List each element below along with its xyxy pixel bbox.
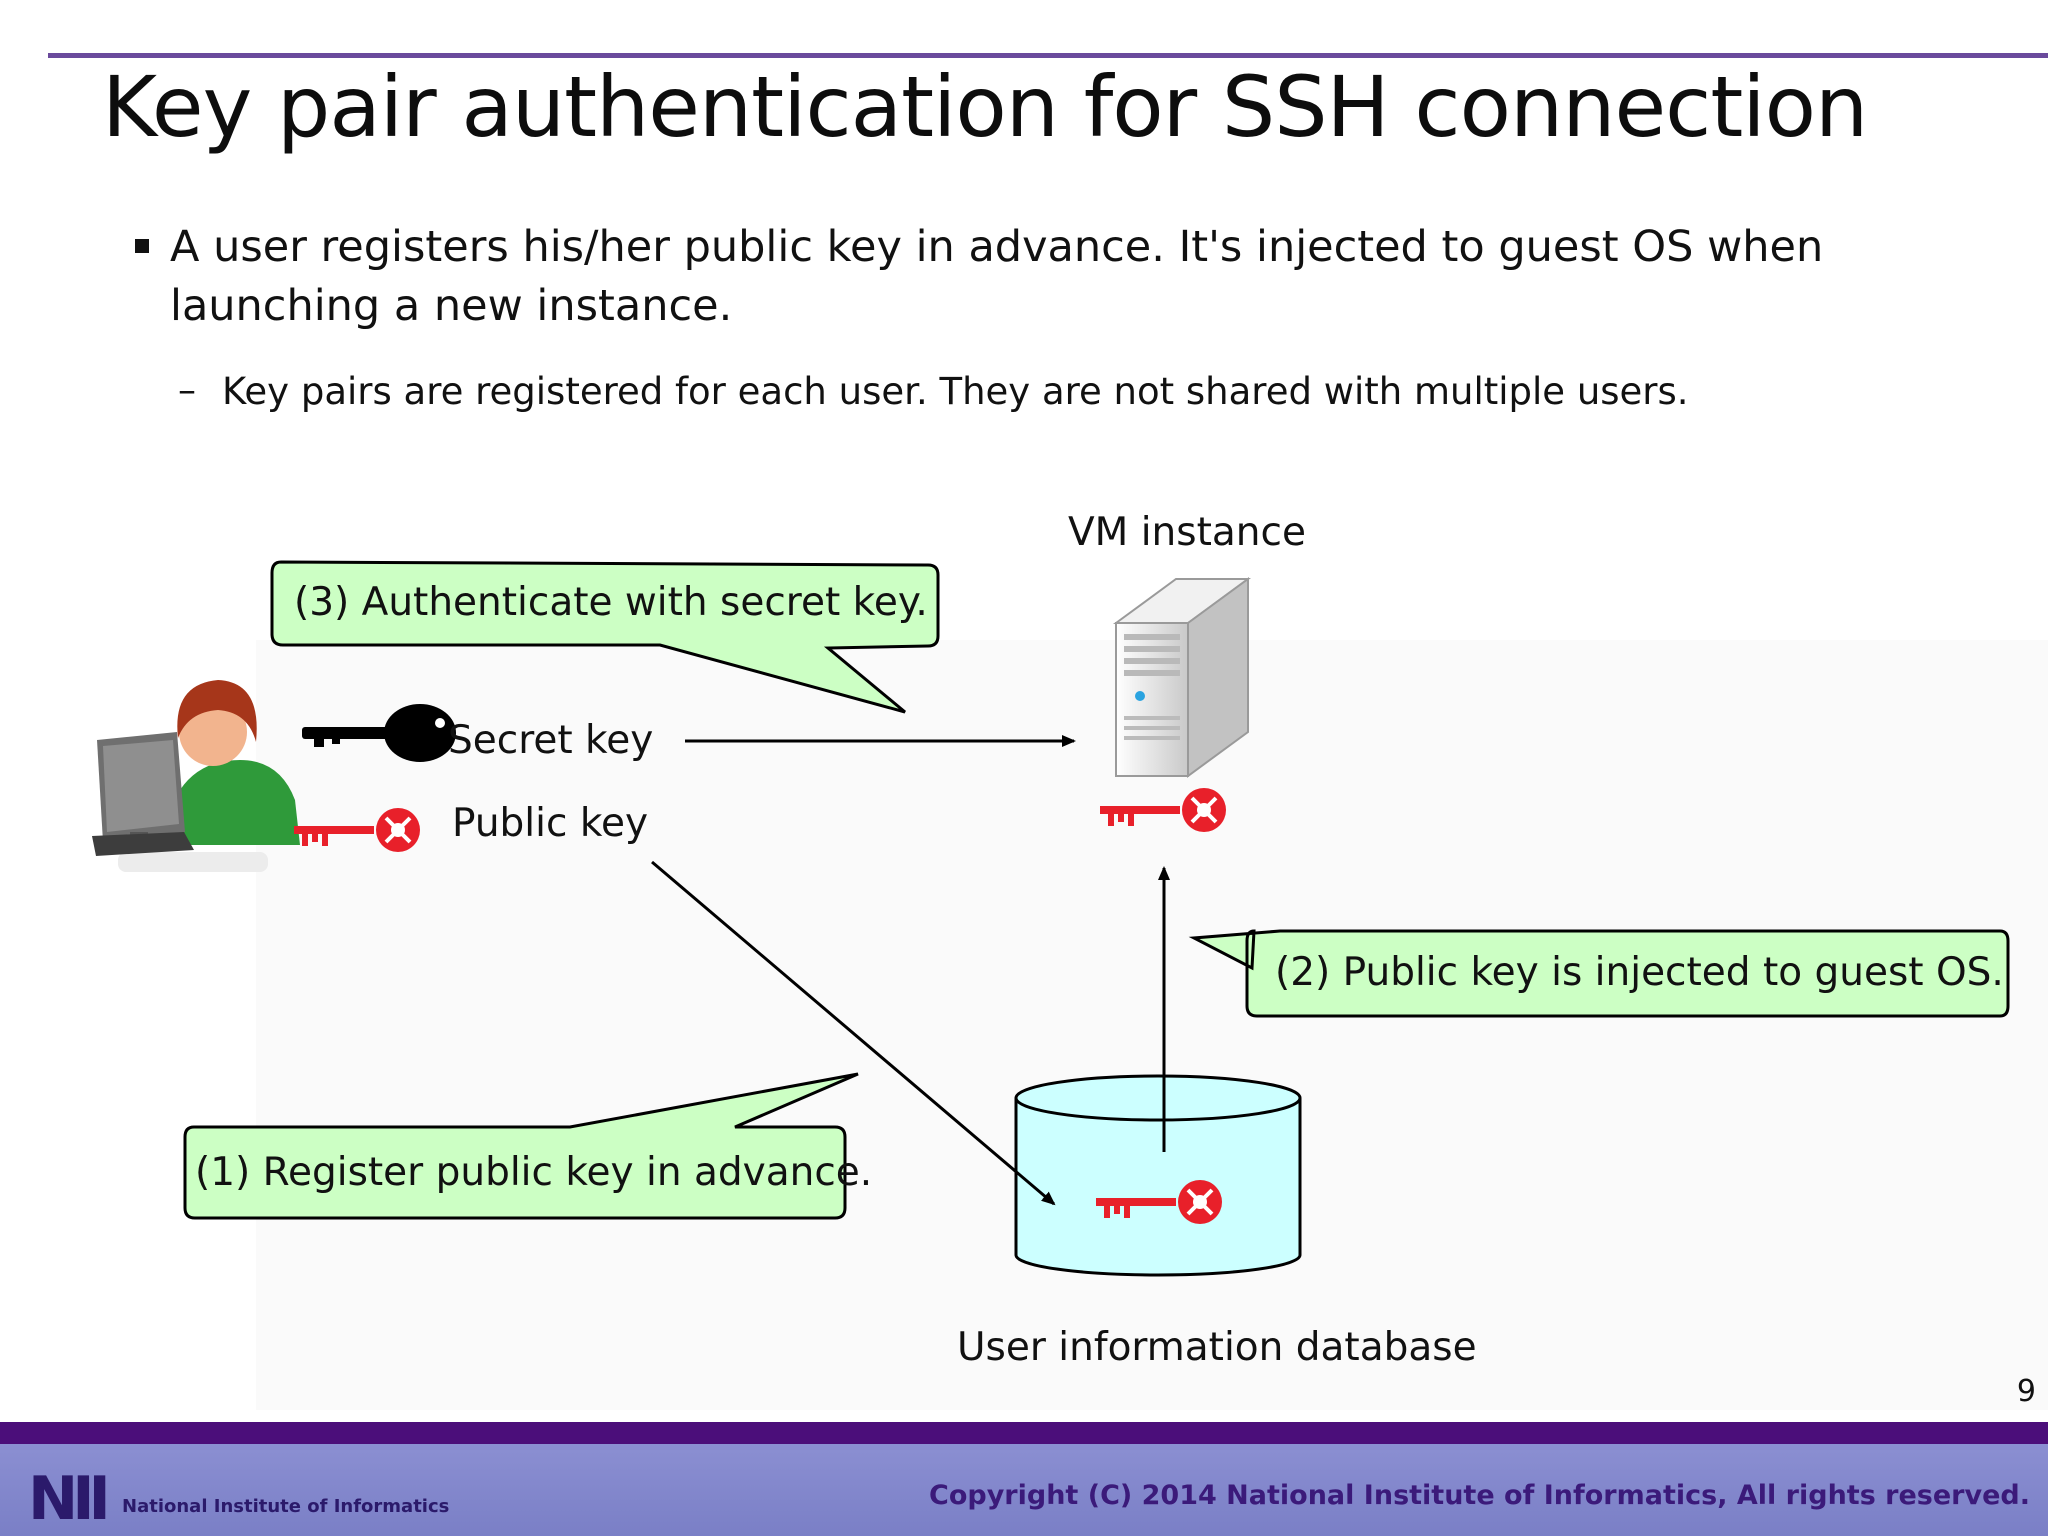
callout-3-bubble — [270, 560, 940, 714]
page-number: 9 — [2016, 1374, 2036, 1409]
footer-bar — [0, 1422, 2048, 1444]
vm-instance-label: VM instance — [1068, 510, 1306, 555]
footer: NII National Institute of Informatics Co… — [0, 1444, 2048, 1536]
callout-1-text: (1) Register public key in advance. — [195, 1150, 873, 1195]
callout-2-bubble — [1188, 929, 2010, 1018]
callout-1-bubble — [183, 1072, 859, 1220]
database-icon — [1014, 1074, 1302, 1277]
callout-3-text: (3) Authenticate with secret key. — [294, 580, 928, 625]
slide-title: Key pair authentication for SSH connecti… — [102, 58, 1868, 156]
nii-logo-subtitle: National Institute of Informatics — [122, 1496, 450, 1517]
secret-key-icon — [302, 704, 456, 762]
copyright-text: Copyright (C) 2014 National Institute of… — [929, 1480, 2030, 1511]
register-arrow — [651, 860, 1056, 1206]
bullet-icon — [135, 239, 149, 253]
main-bullet: A user registers his/her public key in a… — [170, 222, 1824, 331]
secret-key-label: Secret key — [448, 718, 654, 763]
public-key-label: Public key — [452, 801, 649, 846]
database-label: User information database — [957, 1325, 1477, 1370]
server-icon — [1112, 577, 1252, 778]
dash-icon: – — [178, 370, 196, 411]
title-rule — [48, 53, 2048, 58]
sub-bullet: Key pairs are registered for each user. … — [222, 370, 1689, 413]
user-computer-icon — [92, 680, 300, 872]
nii-logo: NII — [28, 1464, 111, 1534]
callout-2-text: (2) Public key is injected to guest OS. — [1275, 950, 2004, 995]
